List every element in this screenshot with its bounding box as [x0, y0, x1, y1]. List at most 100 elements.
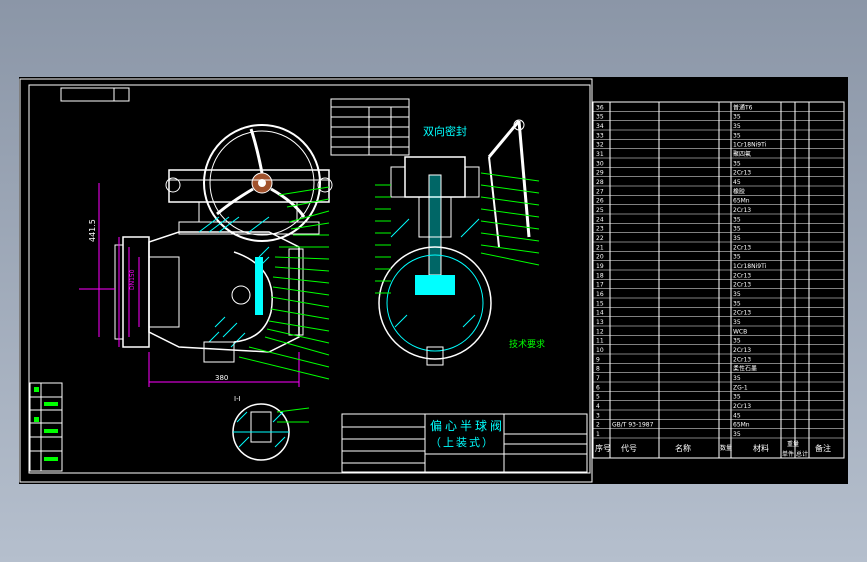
bom-header-seq: 序号 [595, 444, 611, 453]
cad-drawing: 441.5 380 [19, 78, 845, 483]
svg-text:441.5: 441.5 [88, 219, 97, 242]
bom-cell-seq: 28 [596, 179, 604, 186]
bom-cell-material: 2Cr13 [733, 282, 751, 289]
bom-cell-material: 35 [733, 291, 741, 298]
bom-cell-material: 聚四氟 [733, 150, 751, 158]
title-block [341, 413, 588, 473]
front-dimensions [79, 183, 300, 387]
bom-cell-seq: 15 [596, 300, 604, 307]
bom-cell-code: GB/T 93-1987 [612, 422, 654, 429]
bom-cell-seq: 8 [596, 366, 600, 373]
bom-header-qty: 数量 [720, 445, 733, 452]
bom-cell-seq: 35 [596, 114, 604, 121]
bom-cell-seq: 24 [596, 216, 604, 223]
bom-cell-material: 35 [733, 160, 741, 167]
gearbox [168, 169, 330, 203]
side-view [375, 119, 540, 366]
bom-cell-material: 1Cr18Ni9Ti [733, 263, 767, 270]
handwheel [203, 124, 321, 242]
bom-cell-material: 65Mn [733, 422, 750, 429]
bom-cell-material: 橡胶 [733, 187, 745, 195]
bom-cell-material: 2Cr13 [733, 272, 751, 279]
section-label: I-I [234, 395, 241, 403]
bom-cell-material: 35 [733, 216, 741, 223]
bom-cell-material: 35 [733, 132, 741, 139]
bom-cell-seq: 10 [596, 347, 604, 354]
bom-cell-material: 2Cr13 [733, 170, 751, 177]
tech-requirements-title: 技术要求 [509, 340, 546, 350]
bom-cell-seq: 19 [596, 263, 604, 270]
bom-cell-seq: 14 [596, 310, 604, 317]
sheet-outer-frame [19, 78, 593, 483]
bom-cell-material: 35 [733, 235, 741, 242]
bom-cell-material: 35 [733, 394, 741, 401]
drawing-title: 偏心半球阀 [430, 419, 506, 433]
bom-cell-seq: 32 [596, 142, 604, 149]
bom-header-weight: 重量 [787, 441, 800, 448]
bom-cell-material: 35 [733, 431, 741, 438]
bom-cell-seq: 1 [596, 431, 600, 438]
bom-cell-seq: 16 [596, 291, 604, 298]
side-table-marks [34, 387, 58, 461]
bom-cell-material: 65Mn [733, 198, 750, 205]
valve-body [148, 231, 300, 353]
bom-cell-seq: 27 [596, 188, 604, 195]
bom-cell-seq: 20 [596, 254, 604, 261]
seal-label: 双向密封 [423, 125, 467, 138]
front-view: 441.5 380 [79, 124, 333, 461]
bom-cell-material: 35 [733, 375, 741, 382]
bom-cell-seq: 30 [596, 160, 604, 167]
drawing-canvas: 441.5 380 [19, 77, 848, 484]
bom-header-remarks: 备注 [815, 444, 831, 453]
bom-cell-seq: 2 [596, 422, 600, 429]
bom-cell-seq: 26 [596, 198, 604, 205]
bom-cell-material: 柔性石墨 [733, 365, 757, 373]
bom-cell-material: ZG-1 [733, 384, 748, 391]
bom-cell-seq: 34 [596, 123, 604, 130]
spec-table [330, 98, 410, 156]
bom-cell-material: WCB [733, 328, 747, 335]
bom-cell-seq: 36 [596, 104, 604, 111]
bom-cell-seq: 7 [596, 375, 600, 382]
bom-header-code: 代号 [621, 444, 637, 453]
bom-cell-material: 35 [733, 226, 741, 233]
bom-cell-material: 45 [733, 412, 741, 419]
bom-frame [592, 101, 845, 459]
bom-cell-material: 2Cr13 [733, 310, 751, 317]
sheet-inner-frame [28, 84, 591, 474]
bom-cell-seq: 6 [596, 384, 600, 391]
bom-cell-seq: 12 [596, 328, 604, 335]
bom-cell-seq: 17 [596, 282, 604, 289]
bom-cell-seq: 4 [596, 403, 600, 410]
bom-cell-seq: 29 [596, 170, 604, 177]
bom-cell-material: 2Cr13 [733, 207, 751, 214]
bom-cell-material: 45 [733, 179, 741, 186]
svg-text:380: 380 [215, 374, 228, 382]
code-box [60, 87, 130, 102]
dimension-label: DN150 [129, 269, 136, 290]
inlet-flange [122, 236, 150, 348]
bom-header-total: 总计 [796, 451, 809, 458]
bom-cell-seq: 33 [596, 132, 604, 139]
bom-header-name: 名称 [675, 444, 691, 453]
ball-plug [233, 251, 273, 343]
bom-cell-seq: 31 [596, 151, 604, 158]
bom-cell-seq: 22 [596, 235, 604, 242]
bom-cell-seq: 3 [596, 412, 600, 419]
bom-cell-material: 35 [733, 338, 741, 345]
bom-header: 序号 代号 名称 数量 材料 单件 总计 重量 备注 [593, 438, 844, 458]
bom-cell-material: 35 [733, 114, 741, 121]
bom-cell-material: 35 [733, 319, 741, 326]
bom-cell-material: 35 [733, 300, 741, 307]
front-leaders [238, 186, 330, 380]
bom-cell-seq: 25 [596, 207, 604, 214]
bom-cell-seq: 9 [596, 356, 600, 363]
bom-cell-material: 35 [733, 123, 741, 130]
bom-cell-material: 2Cr13 [733, 403, 751, 410]
bom-cell-seq: 13 [596, 319, 604, 326]
bom-cell-seq: 11 [596, 338, 604, 345]
bom-header-material: 材料 [753, 444, 769, 453]
bom-cell-seq: 18 [596, 272, 604, 279]
bom-cell-material: 2Cr13 [733, 347, 751, 354]
